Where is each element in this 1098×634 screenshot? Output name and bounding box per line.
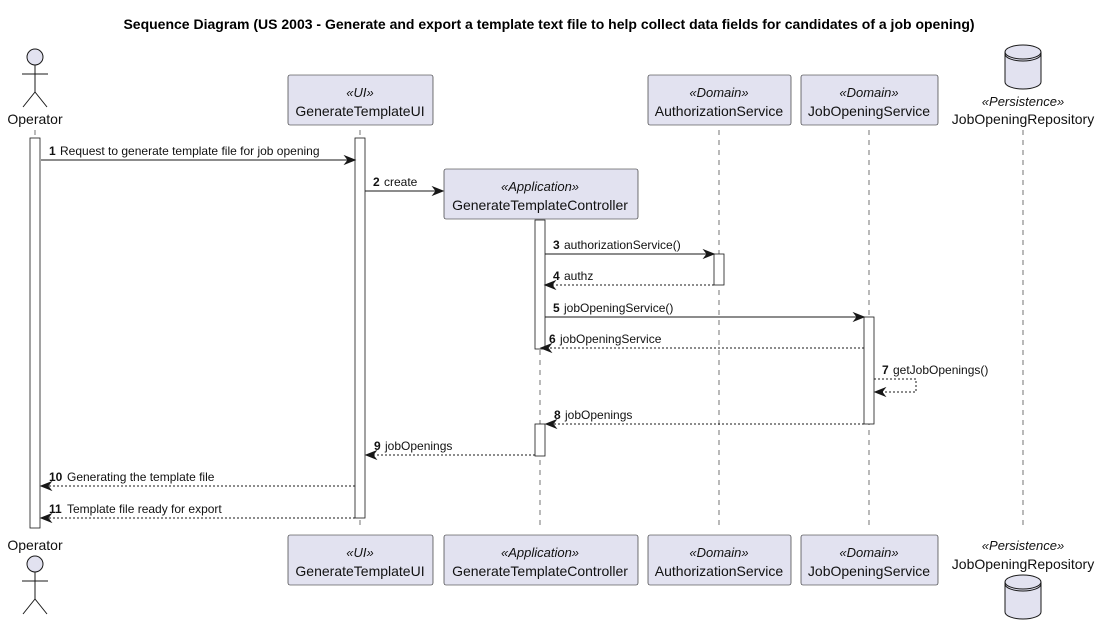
participant-stereotype: «Persistence» xyxy=(982,94,1064,109)
message-number: 7 xyxy=(882,363,889,377)
message-10: 10 Generating the template file xyxy=(39,470,355,492)
actor-bottom: Operator xyxy=(7,537,63,615)
participant-stereotype: «Persistence» xyxy=(982,538,1064,553)
message-number: 1 xyxy=(49,144,56,158)
participant-name: GenerateTemplateUI xyxy=(295,103,424,119)
participant-box xyxy=(800,74,939,126)
message-label: Request to generate template file for jo… xyxy=(60,144,320,158)
participant-repo-bottom: «Persistence» JobOpeningRepository xyxy=(952,538,1094,620)
activation-ui xyxy=(354,137,366,519)
participant-box xyxy=(443,168,639,220)
participant-name: Operator xyxy=(7,537,63,553)
participant-stereotype: «Domain» xyxy=(689,545,748,560)
message-11: 11 Template file ready for export xyxy=(39,502,355,524)
participant-box xyxy=(647,534,792,586)
participant-box xyxy=(287,534,434,586)
participant-name: GenerateTemplateUI xyxy=(295,563,424,579)
message-label: authorizationService() xyxy=(564,238,681,252)
message-number: 6 xyxy=(549,332,556,346)
participant-authz-bottom: «Domain» AuthorizationService xyxy=(647,534,792,586)
participant-repo-top: «Persistence» JobOpeningRepository xyxy=(952,44,1094,127)
participant-stereotype: «Domain» xyxy=(689,85,748,100)
participant-name: GenerateTemplateController xyxy=(452,563,628,579)
messages: 1 Request to generate template file for j… xyxy=(39,144,988,524)
participant-name: JobOpeningService xyxy=(808,103,930,119)
participant-name: AuthorizationService xyxy=(655,563,784,579)
activation-operator xyxy=(29,137,41,529)
message-label: jobOpenings xyxy=(384,439,452,453)
participant-controller-top: «Application» GenerateTemplateController xyxy=(443,168,639,220)
message-number: 10 xyxy=(49,470,63,484)
participant-stereotype: «Application» xyxy=(501,179,579,194)
message-number: 11 xyxy=(49,502,62,516)
message-number: 9 xyxy=(374,439,381,453)
participant-ui-top: «UI» GenerateTemplateUI xyxy=(287,74,434,126)
participant-box xyxy=(800,534,939,586)
participant-stereotype: «UI» xyxy=(346,545,373,560)
message-label: jobOpenings xyxy=(564,408,632,422)
message-1: 1 Request to generate template file for j… xyxy=(41,144,357,166)
participant-name: JobOpeningRepository xyxy=(952,556,1094,572)
participant-jobsvc-bottom: «Domain» JobOpeningService xyxy=(800,534,939,586)
message-number: 8 xyxy=(554,408,561,422)
participant-box xyxy=(287,74,434,126)
activation-jobsvc xyxy=(863,316,875,425)
participant-box xyxy=(647,74,792,126)
message-line xyxy=(874,378,917,393)
participant-jobsvc-top: «Domain» JobOpeningService xyxy=(800,74,939,126)
actor-icon xyxy=(22,48,48,108)
participant-name: GenerateTemplateController xyxy=(452,197,628,213)
message-label: getJobOpenings() xyxy=(893,363,988,377)
message-number: 4 xyxy=(553,269,560,283)
participant-authz-top: «Domain» AuthorizationService xyxy=(647,74,792,126)
participant-name: JobOpeningService xyxy=(808,563,930,579)
message-label: Generating the template file xyxy=(67,470,215,484)
participant-name: AuthorizationService xyxy=(655,103,784,119)
participant-stereotype: «Application» xyxy=(501,545,579,560)
participant-name: Operator xyxy=(7,111,63,127)
message-label: jobOpeningService() xyxy=(563,301,673,315)
message-4: 4 authz xyxy=(543,269,714,291)
message-label: create xyxy=(384,175,418,189)
actor-icon xyxy=(22,555,48,615)
message-number: 2 xyxy=(373,175,380,189)
activation-controller-2 xyxy=(534,423,546,457)
activation-controller-1 xyxy=(534,219,546,350)
database-icon xyxy=(1004,574,1042,620)
message-number: 5 xyxy=(553,301,560,315)
participant-stereotype: «UI» xyxy=(346,85,373,100)
message-7: 7 getJobOpenings() xyxy=(873,363,988,398)
actor-top: Operator xyxy=(7,48,63,127)
message-3: 3 authorizationService() xyxy=(545,238,716,260)
participant-ui-bottom: «UI» GenerateTemplateUI xyxy=(287,534,434,586)
participant-stereotype: «Domain» xyxy=(839,85,898,100)
participants-bottom: Operator «UI» GenerateTemplateUI «Applicati… xyxy=(7,534,1094,620)
participant-controller-bottom: «Application» GenerateTemplateController xyxy=(443,534,639,586)
participants-top: Operator «UI» GenerateTemplateUI «Applicati… xyxy=(7,44,1094,220)
message-label: authz xyxy=(564,269,593,283)
message-number: 3 xyxy=(553,238,560,252)
message-label: Template file ready for export xyxy=(67,502,222,516)
activations xyxy=(29,137,875,529)
database-icon xyxy=(1004,44,1042,90)
participant-box xyxy=(443,534,639,586)
participant-name: JobOpeningRepository xyxy=(952,111,1094,127)
message-2: 2 create xyxy=(365,175,445,197)
activation-authz xyxy=(713,253,725,286)
participant-stereotype: «Domain» xyxy=(839,545,898,560)
diagram-title: Sequence Diagram (US 2003 - Generate and… xyxy=(123,16,974,32)
actor-bottom-fig xyxy=(22,555,48,615)
message-label: jobOpeningService xyxy=(559,332,662,346)
